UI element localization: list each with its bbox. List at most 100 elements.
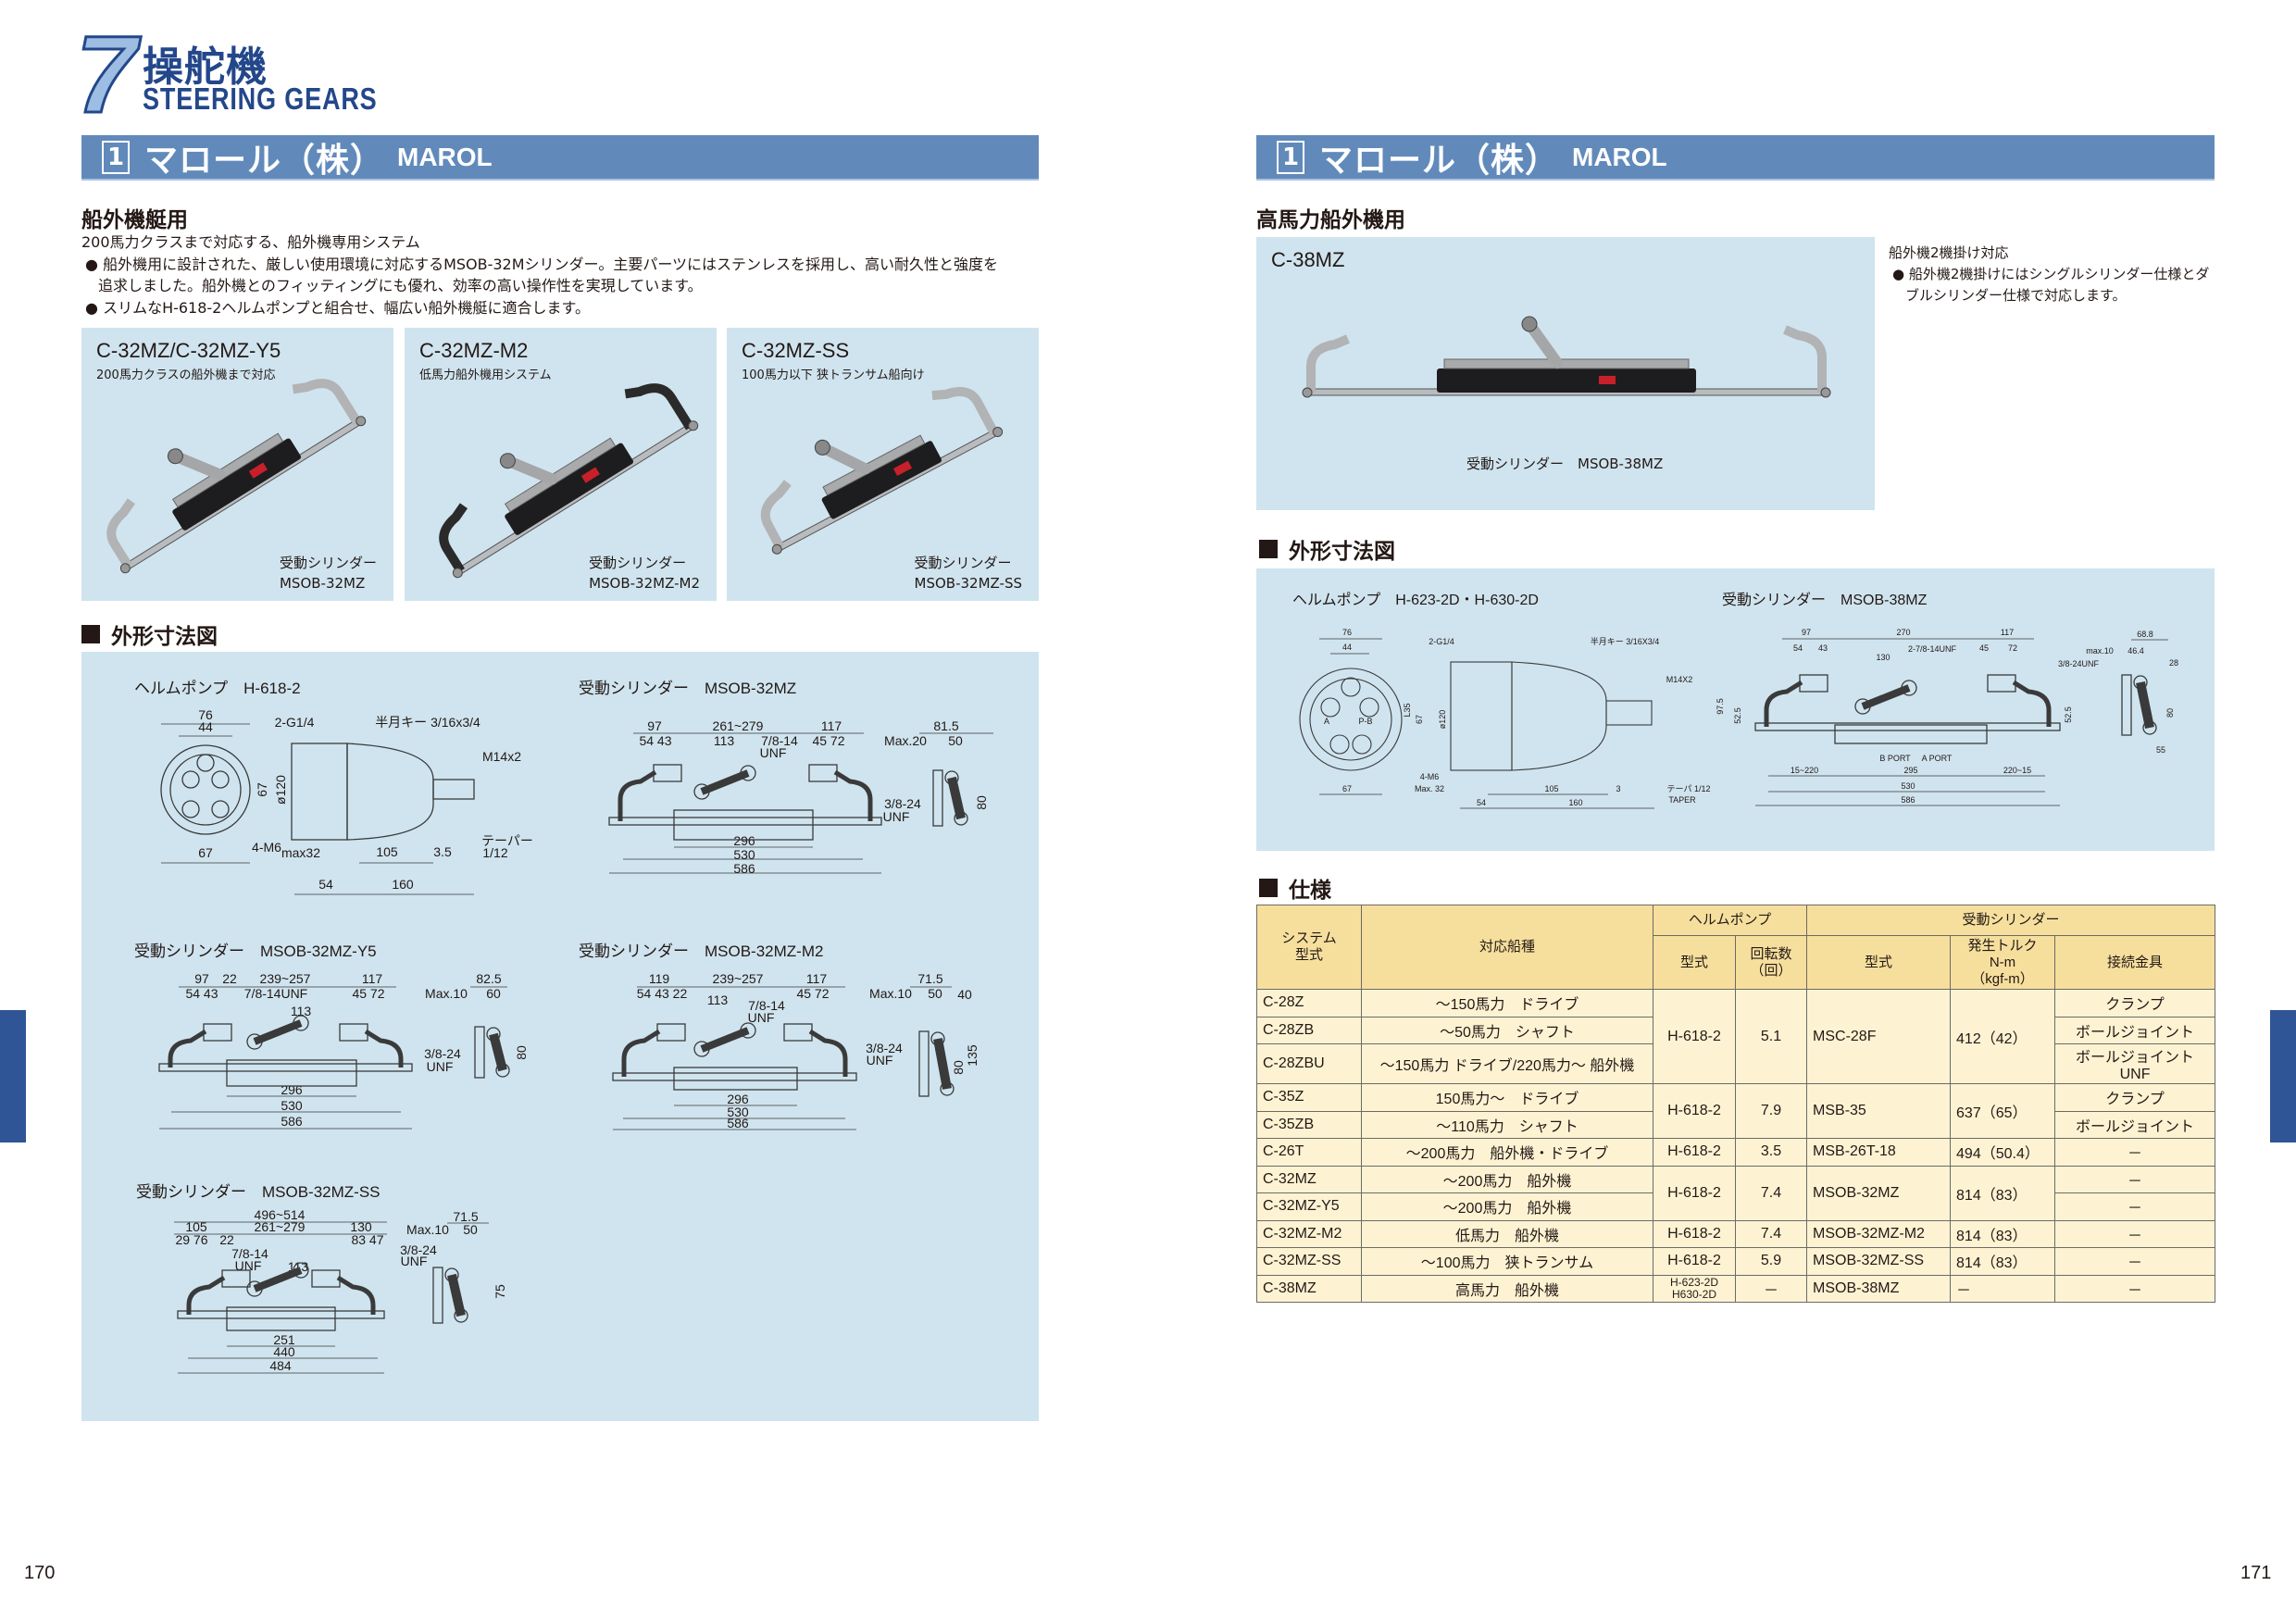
table-row: C-28ZB～50馬力 シャフトボールジョイント [1256, 1016, 2216, 1044]
cell-turns: 3.5 [1734, 1138, 1808, 1167]
link-joint [167, 448, 183, 465]
dimension-label: 68.8 [2137, 630, 2153, 639]
cell-boat: 低馬力 船外機 [1361, 1219, 1653, 1248]
cell-turns: 7.4 [1734, 1165, 1808, 1221]
card-caption: 受動シリンダー MSOB-38MZ [1466, 456, 1664, 472]
link-joint [1521, 316, 1538, 332]
band-brand: MAROL [1572, 142, 1667, 171]
pump-dome-outline [1511, 661, 1607, 771]
dimension-label: A PORT [1922, 754, 1953, 763]
link-joint [814, 439, 830, 456]
band-number: 1 [102, 140, 130, 174]
cylinder-outline [226, 1306, 336, 1331]
cell-system: C-28ZB [1256, 1016, 1362, 1044]
drawing-title: 受動シリンダー MSOB-32MZ-M2 [579, 943, 823, 960]
dimension-label: M14X2 [1666, 675, 1693, 684]
cell-fitting: － [2054, 1165, 2216, 1193]
dimension-label: 44 [198, 719, 213, 734]
fitting-outline [656, 1023, 686, 1042]
product-card-c32mz: C-32MZ/C-32MZ-Y5 200馬力クラスの船外機まで対応 受動シリンダ… [81, 328, 393, 601]
pump-face-inner [169, 754, 242, 826]
cylinder-photo [106, 379, 367, 574]
pump-model-line: H-623-2D [1669, 1275, 1719, 1289]
header-text: （kgf-m） [1971, 970, 2034, 987]
mounting-arm [1306, 334, 1350, 393]
joint-outline [740, 765, 756, 781]
heading-text: 外形寸法図 [111, 625, 218, 649]
side-plate-outline [932, 769, 943, 827]
header-text: システム [1281, 930, 1337, 946]
cylinder-image [1302, 316, 1831, 398]
side-note: 船外機2機掛け対応 ● 船外機2機掛けにはシングルシリンダー仕様とダブルシリンダ… [1889, 243, 2222, 306]
pump-face-inner [1309, 678, 1392, 761]
dimension-label: max.10 [2086, 646, 2114, 655]
joint-outline [444, 1267, 459, 1282]
bracket-outline [833, 769, 873, 821]
brand-logo-icon [580, 467, 600, 483]
dimension-label: 113 [714, 733, 735, 748]
caption-label: 受動シリンダー [279, 555, 377, 571]
pump-face-outline [1299, 668, 1403, 771]
square-bullet-icon [1259, 540, 1278, 558]
pump-flange-outline [1450, 661, 1513, 771]
cell-system: C-28ZBU [1256, 1043, 1362, 1084]
dimension-label: 3/8-24 [866, 1041, 903, 1055]
caption-label: 受動シリンダー [589, 555, 687, 571]
drawing-title: 受動シリンダー MSOB-38MZ [1722, 592, 1928, 608]
port-outline [181, 770, 200, 789]
dimension-label: 76 [1342, 628, 1352, 637]
section-title-outboard: 船外機艇用 [81, 208, 188, 232]
header-pump: ヘルムポンプ [1652, 905, 1808, 936]
dimension-label: 43 [1818, 643, 1828, 653]
joint-outline [495, 1063, 510, 1078]
side-index-tab-right [2270, 1010, 2296, 1142]
dimension-label: 586 [281, 1114, 303, 1129]
intro-text: 200馬力クラスまで対応する、船外機専用システム ● 船外機用に設計された、厳し… [81, 231, 1007, 318]
rod-outline [158, 1063, 413, 1072]
chapter-number: 7 [75, 14, 139, 136]
helm-pump-drawing [1299, 661, 1653, 771]
drawing-title: 受動シリンダー MSOB-32MZ-Y5 [134, 943, 377, 960]
cell-cylinder-model: MSOB-38MZ [1806, 1274, 1952, 1303]
cell-pump-model: H-618-2 [1653, 1138, 1736, 1167]
dimension-label: 29 76 [175, 1232, 207, 1247]
cell-pump-model: H-618-2 [1653, 1219, 1736, 1248]
side-plate-outline [432, 1267, 443, 1324]
cylinder-body [505, 443, 634, 535]
dimension-label: 45 [1979, 643, 1989, 653]
cylinder-body [1437, 368, 1696, 393]
fitting-outline [311, 1269, 341, 1288]
header-text: 型式 [1294, 947, 1323, 963]
mounting-arm [760, 480, 792, 550]
dimension-label: M14x2 [482, 749, 521, 764]
mounting-arm [1783, 325, 1827, 393]
fitting-outline [339, 1023, 368, 1042]
dims-heading-left: 外形寸法図 [81, 618, 218, 650]
tiller-link-outline [700, 1027, 750, 1053]
header-text: 回転数 [1750, 945, 1792, 962]
dimension-label: 105 [1544, 784, 1558, 793]
cell-turns: 5.9 [1734, 1247, 1808, 1276]
dimension-label: 113 [291, 1004, 312, 1018]
dimension-label: Max.10 [425, 986, 468, 1001]
dimension-label: 586 [733, 861, 755, 876]
joint-outline [293, 1262, 309, 1279]
dimension-label: 296 [733, 833, 755, 848]
fitting-outline [221, 1269, 251, 1288]
pump-shaft-outline [432, 779, 475, 800]
port-outline [211, 800, 230, 818]
joint-outline [486, 1027, 501, 1042]
dimension-label: 3/8-24 [400, 1242, 437, 1257]
bullet-item: ● 船外機2機掛けにはシングルシリンダー仕様とダブルシリンダー仕様で対応します。 [1889, 264, 2222, 306]
cell-turns: 7.9 [1734, 1083, 1808, 1139]
square-bullet-icon [81, 625, 100, 643]
dimension-label: 530 [733, 847, 755, 862]
dimension-label: 80 [951, 1060, 966, 1075]
dimension-label: 22 [222, 971, 237, 986]
port-outline [1352, 734, 1372, 755]
